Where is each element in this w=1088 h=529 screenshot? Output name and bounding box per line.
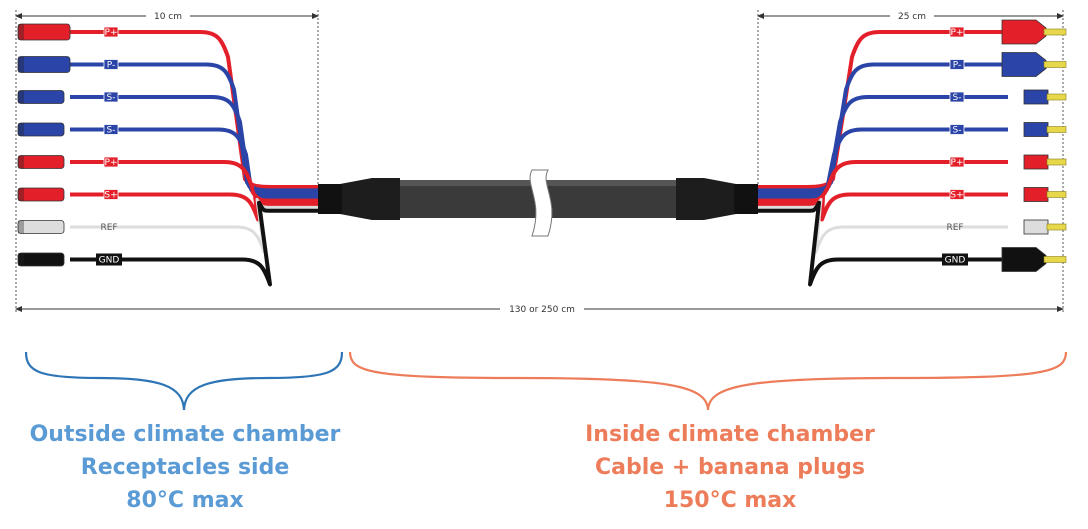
wire-right [756, 197, 1008, 254]
extension-lines [15, 10, 1064, 312]
wire-right [756, 127, 1008, 200]
receptacle: S- [17, 122, 119, 137]
wires [70, 30, 1008, 287]
banana-plugs: P+ P- S- S- P+ S+ REF GND [942, 19, 1067, 272]
wire-right [756, 95, 1008, 196]
banana-plug: S- [949, 122, 1067, 137]
caption-inside-line3: 150°C max [663, 488, 797, 513]
banana-plug: S+ [949, 187, 1067, 202]
lead-label: P+ [951, 158, 964, 168]
lead-label: P+ [951, 28, 964, 38]
brace-left [24, 351, 344, 411]
lead-label: GND [945, 256, 966, 266]
caption-outside-line2: Receptacles side [80, 455, 290, 480]
lead-label: S- [953, 126, 962, 136]
dimension-total: 130 or 250 cm [15, 303, 1064, 315]
banana-plug: GND [942, 247, 1067, 272]
lead-label: P- [953, 61, 961, 71]
lead-label: S+ [950, 191, 963, 201]
wire-left [70, 127, 320, 200]
caption-inside-line1: Inside climate chamber [585, 422, 875, 447]
dimension-left-label: 10 cm [154, 12, 182, 22]
banana-plug: P+ [949, 154, 1067, 170]
lead-label: P- [107, 61, 115, 71]
dimension-left: 10 cm [15, 10, 319, 22]
receptacle: REF [17, 220, 118, 234]
receptacle: P- [17, 56, 119, 73]
receptacle: P+ [17, 23, 119, 41]
receptacle: GND [17, 252, 122, 267]
wire-right [756, 200, 1008, 287]
lead-label: P+ [105, 158, 118, 168]
wire-left [70, 160, 320, 203]
lead-label: S- [953, 93, 962, 103]
lead-label: S- [107, 126, 116, 136]
wire-right [756, 192, 1008, 222]
main-cable [318, 169, 758, 237]
lead-label: REF [946, 223, 963, 233]
caption-outside: Outside climate chamber Receptacles side… [0, 418, 370, 517]
caption-inside-line2: Cable + banana plugs [594, 455, 865, 480]
caption-inside: Inside climate chamber Cable + banana pl… [480, 418, 980, 517]
wire-left [70, 192, 320, 222]
receptacles: P+ P- S- S- P+ S+ REF GND [17, 23, 122, 267]
banana-plug: S- [949, 89, 1067, 105]
wire-left [70, 200, 320, 287]
receptacle: S- [17, 90, 119, 104]
banana-plug: P- [949, 52, 1067, 77]
wire-right [756, 160, 1008, 203]
lead-label: REF [100, 223, 117, 233]
lead-label: S+ [104, 191, 117, 201]
banana-plug: REF [946, 219, 1067, 235]
lead-label: P+ [105, 28, 118, 38]
caption-outside-line3: 80°C max [126, 488, 244, 513]
lead-label: S- [107, 93, 116, 103]
lead-label: GND [99, 256, 120, 266]
dimension-total-label: 130 or 250 cm [509, 305, 575, 315]
dimension-right-label: 25 cm [898, 12, 926, 22]
wire-left [70, 95, 320, 196]
brace-right [348, 351, 1068, 411]
caption-outside-line1: Outside climate chamber [29, 422, 341, 447]
receptacle: P+ [17, 155, 119, 169]
receptacle: S+ [17, 187, 119, 202]
banana-plug: P+ [949, 19, 1067, 45]
dimension-right: 25 cm [757, 10, 1064, 22]
wire-right [756, 62, 1008, 193]
